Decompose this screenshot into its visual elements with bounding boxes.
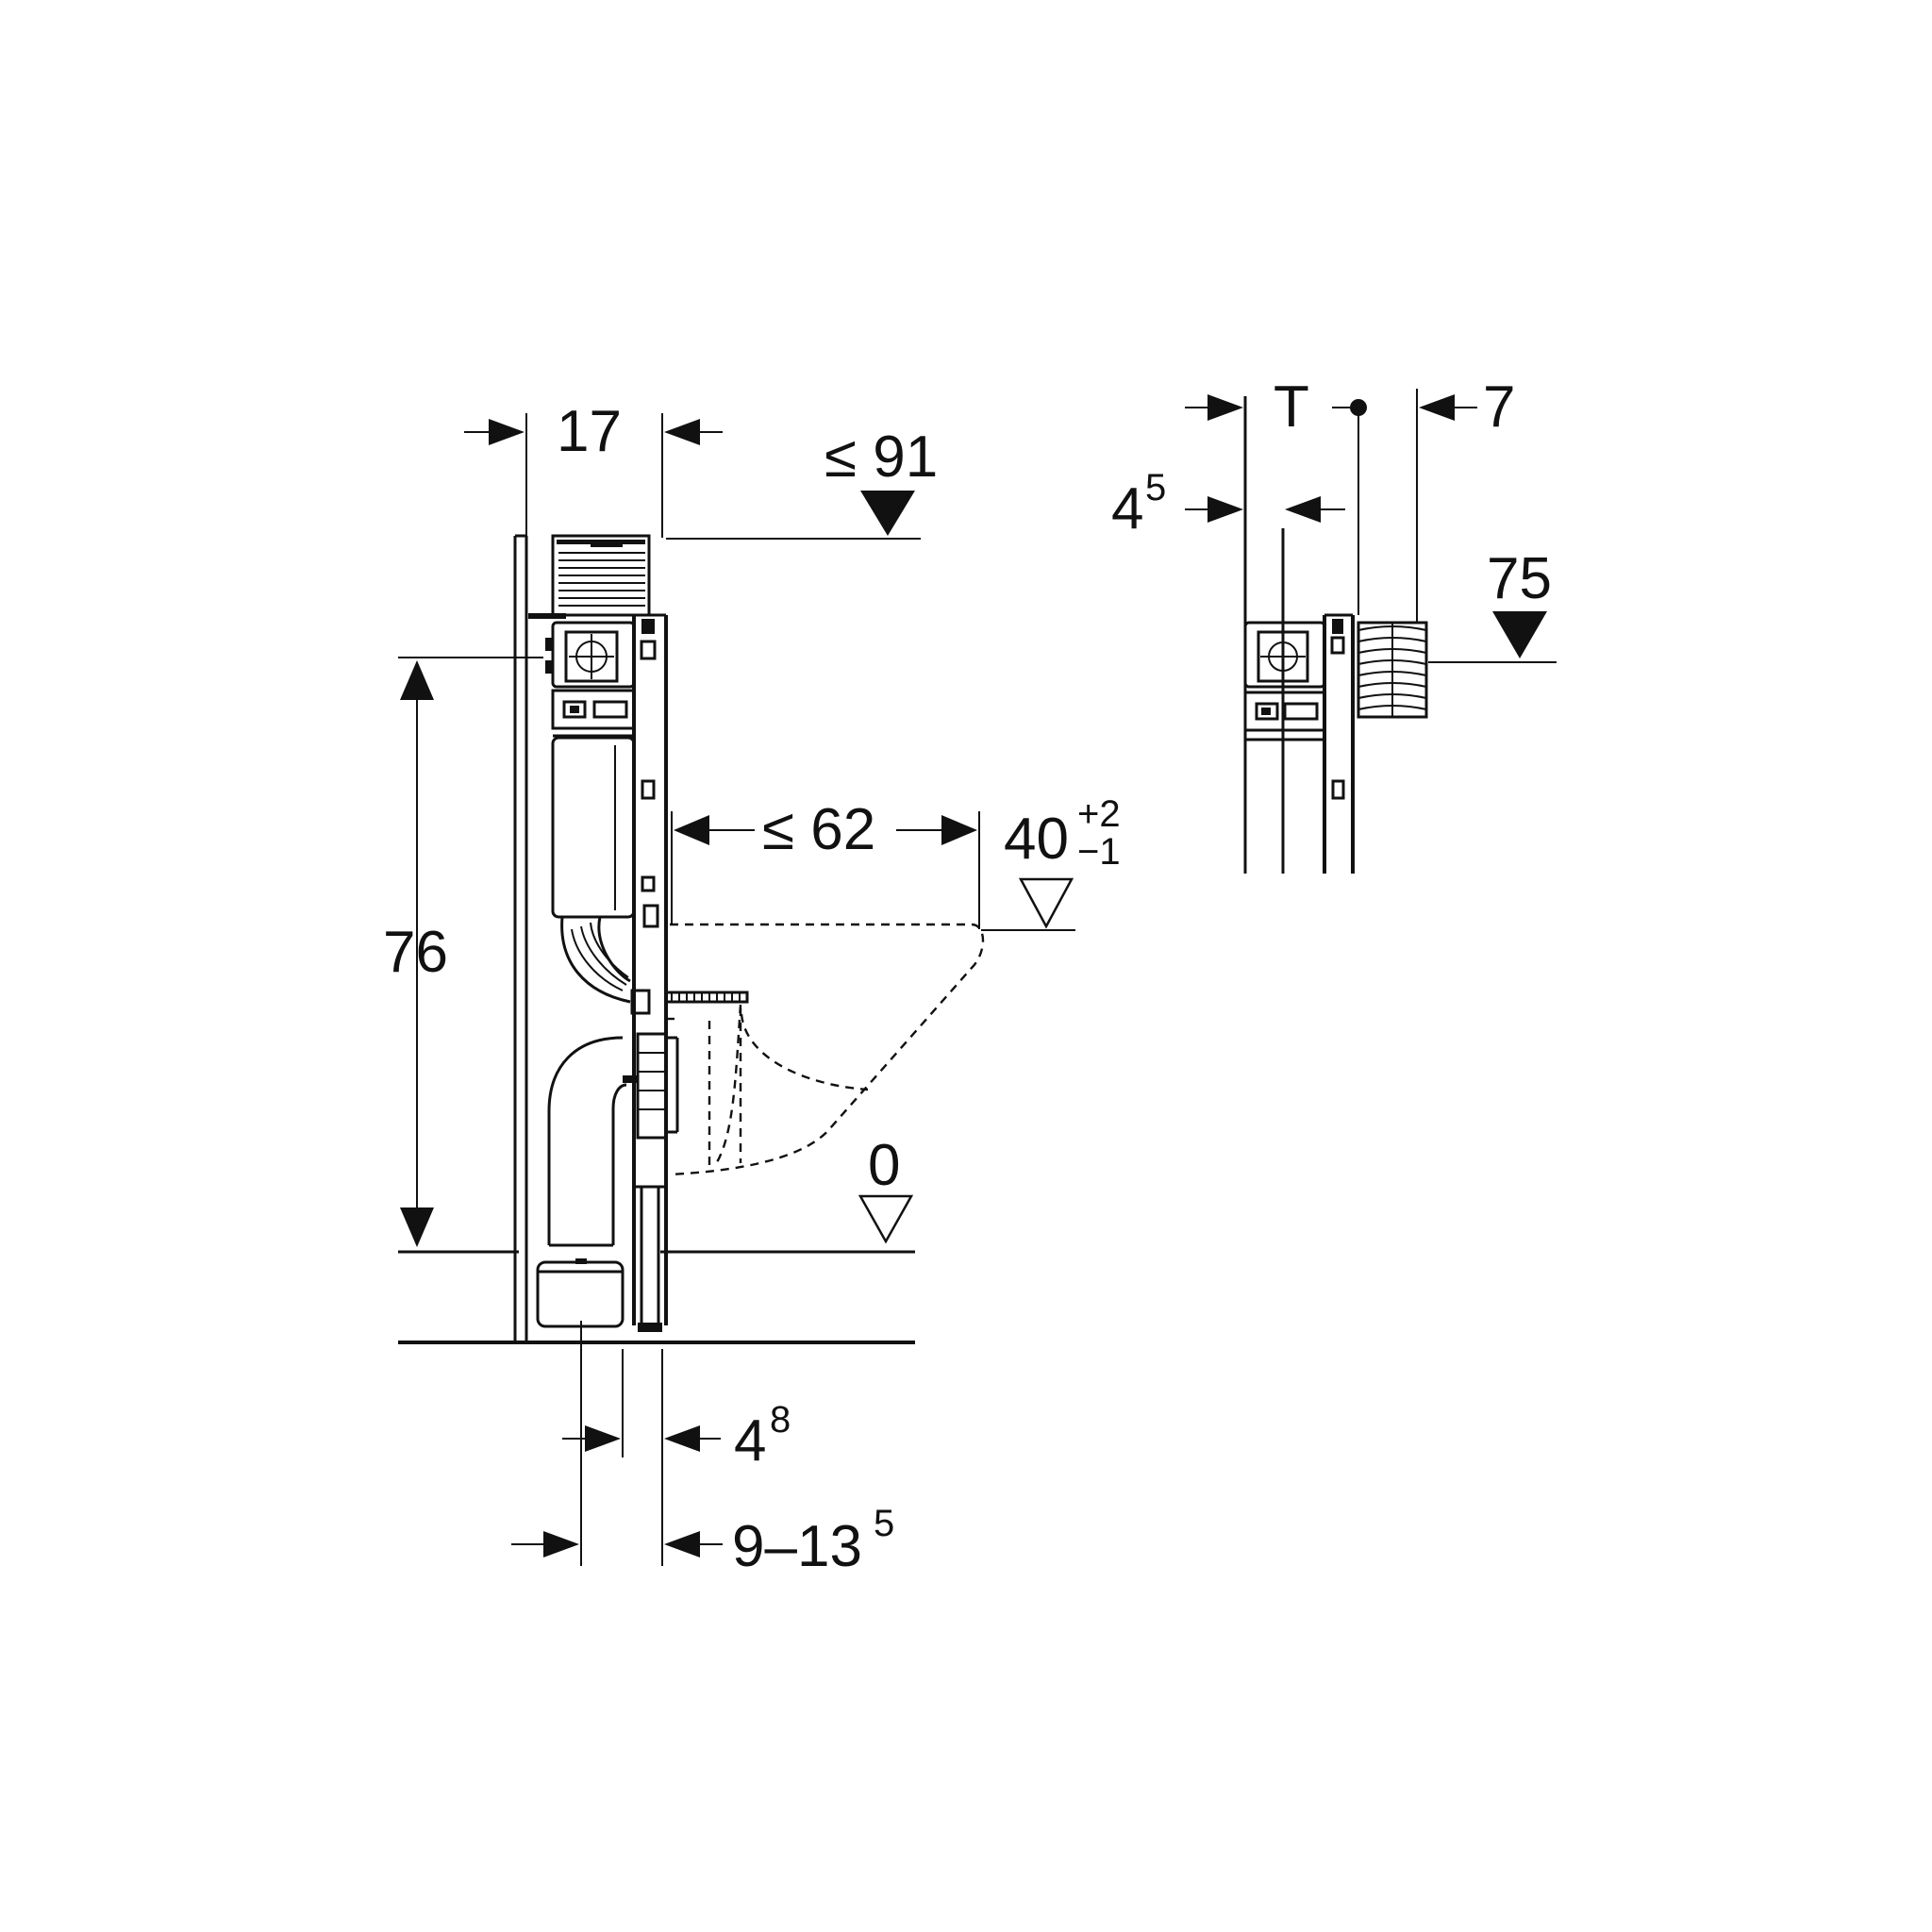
level-marker-0: 0 — [858, 1133, 914, 1244]
dimension-62: ≤ 62 — [671, 797, 980, 929]
dimension-9-13-5: 9–13 5 — [511, 1321, 894, 1579]
side-label-75: 75 — [1487, 546, 1552, 611]
wc-pan-outline — [666, 923, 985, 1176]
level-marker-91: ≤ 91 — [666, 425, 938, 540]
flush-bend — [560, 916, 651, 1015]
level-marker-40: 40 +2 −1 — [981, 793, 1121, 931]
side-dimension-4-5: 4 5 — [1111, 467, 1345, 541]
frame-upright — [632, 613, 668, 1332]
dimension-76: 76 — [383, 657, 543, 1247]
dim-label-62: ≤ 62 — [762, 797, 875, 862]
dimension-4-8: 4 8 — [562, 1349, 791, 1474]
side-label-T: T — [1274, 375, 1309, 440]
side-dimension-T: T — [1185, 375, 1367, 615]
side-detail-view: T 7 4 5 75 — [1111, 375, 1557, 874]
side-dimension-7: 7 — [1416, 375, 1515, 623]
level-tolerance-minus: −1 — [1077, 831, 1121, 873]
cistern-valve-block — [545, 621, 636, 738]
fixing-rod — [664, 991, 749, 1004]
side-level-marker-75: 75 — [1428, 546, 1557, 663]
dim-label-9-13-exp: 5 — [874, 1503, 894, 1544]
dimension-17: 17 — [464, 399, 723, 538]
level-label-91: ≤ 91 — [824, 425, 938, 490]
level-label-0: 0 — [868, 1133, 900, 1198]
main-elevation-view: 17 ≤ 91 76 ≤ 62 — [383, 399, 1121, 1579]
dim-label-9-13: 9–13 — [732, 1514, 862, 1579]
drain-pipe — [547, 1036, 627, 1247]
dim-label-76: 76 — [383, 920, 448, 985]
side-label-7: 7 — [1483, 375, 1515, 440]
side-hatched-cover — [1357, 621, 1428, 719]
dim-label-4-exp: 8 — [770, 1399, 791, 1441]
level-tolerance-plus: +2 — [1077, 793, 1121, 835]
dim-label-4: 4 — [734, 1408, 766, 1474]
cistern-body — [551, 736, 636, 919]
side-label-4: 4 — [1111, 476, 1143, 541]
drain-connector — [623, 1032, 679, 1140]
side-label-4-exp: 5 — [1145, 467, 1166, 508]
wall — [513, 534, 528, 1342]
level-label-40: 40 — [1004, 807, 1069, 872]
floor-drain-box — [536, 1258, 625, 1328]
side-valve-block — [1243, 621, 1326, 732]
dim-label-17: 17 — [557, 399, 622, 464]
cistern-cover — [528, 534, 651, 619]
